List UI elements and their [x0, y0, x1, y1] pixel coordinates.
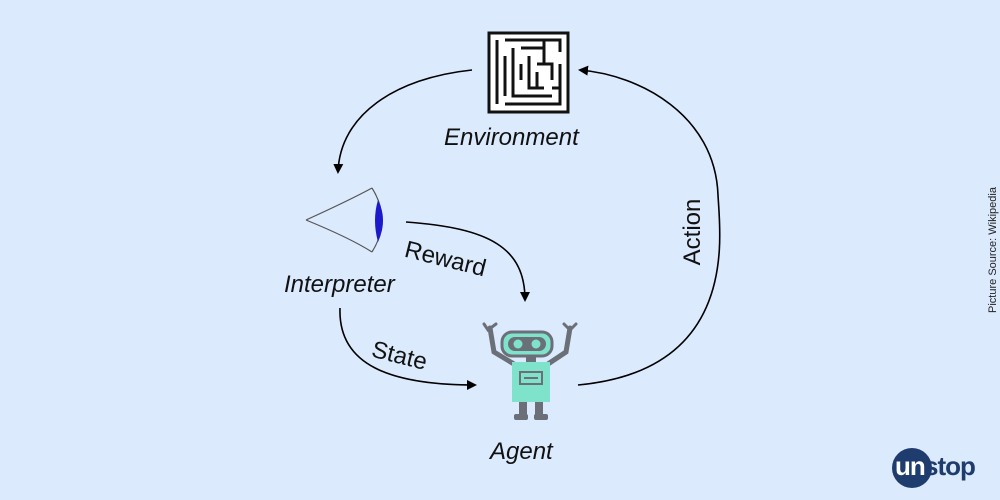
logo-text-un: un: [895, 451, 926, 481]
eye-icon: [305, 187, 383, 253]
action-arrow: [577, 65, 721, 386]
picture-source-note: Picture Source: Wikipedia: [987, 187, 999, 313]
unstop-logo: un stop: [892, 448, 992, 488]
interpreter-label: Interpreter: [284, 271, 395, 298]
maze-icon: [487, 31, 570, 114]
state-arrow: [339, 307, 477, 390]
logo-text-stop: stop: [924, 451, 976, 481]
action-label: Action: [679, 198, 706, 266]
logo-circle: [892, 448, 932, 488]
reward-arrow: [405, 221, 530, 302]
environment-label: Environment: [444, 124, 579, 151]
robot-icon: [482, 322, 578, 420]
agent-label: Agent: [490, 438, 553, 465]
environment-to-interpreter-arrow: [333, 69, 473, 174]
